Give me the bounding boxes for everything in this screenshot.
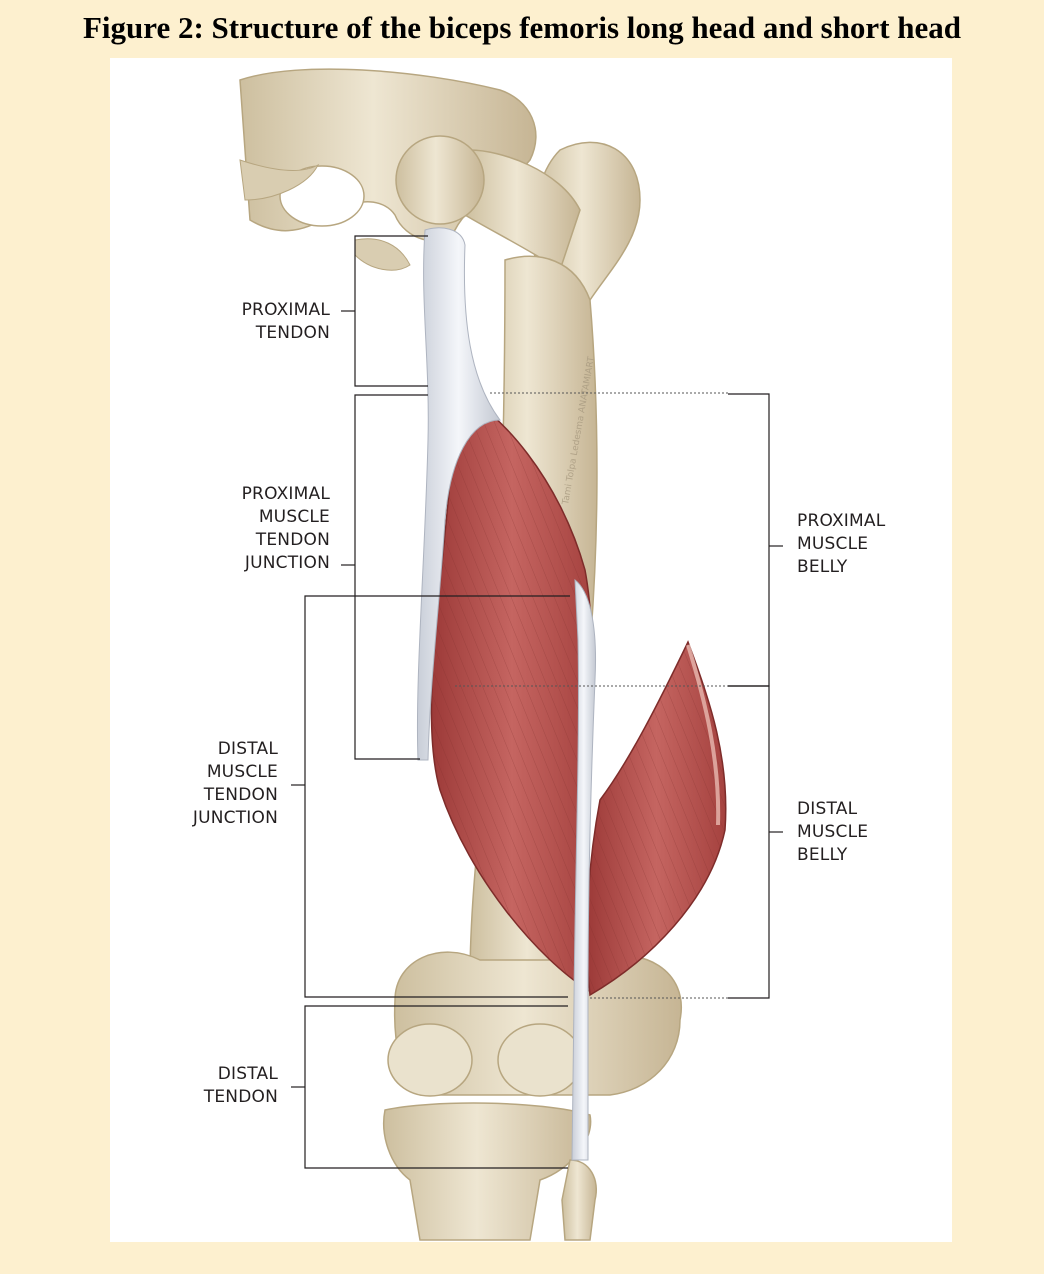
long-head-muscle (430, 388, 594, 992)
label-proximal-muscle-belly: PROXIMAL MUSCLE BELLY (797, 511, 886, 577)
figure-title: Figure 2: Structure of the biceps femori… (82, 10, 962, 45)
label-proximal-tendon: PROXIMAL TENDON (241, 300, 330, 343)
dotted-guides (455, 392, 728, 999)
bracket-lines (291, 235, 783, 1169)
label-distal-muscle-belly: DISTAL MUSCLE BELLY (797, 799, 869, 865)
short-head-muscle (586, 640, 727, 997)
proximal-tendon-shape (416, 227, 501, 761)
label-distal-tendon: DISTAL TENDON (203, 1064, 278, 1107)
label-distal-muscle-tendon-junction: DISTAL MUSCLE TENDON JUNCTION (192, 739, 278, 828)
distal-tendon-shape (571, 578, 597, 1161)
label-proximal-muscle-tendon-junction: PROXIMAL MUSCLE TENDON JUNCTION (241, 484, 330, 573)
tibia-bone (383, 1102, 597, 1241)
